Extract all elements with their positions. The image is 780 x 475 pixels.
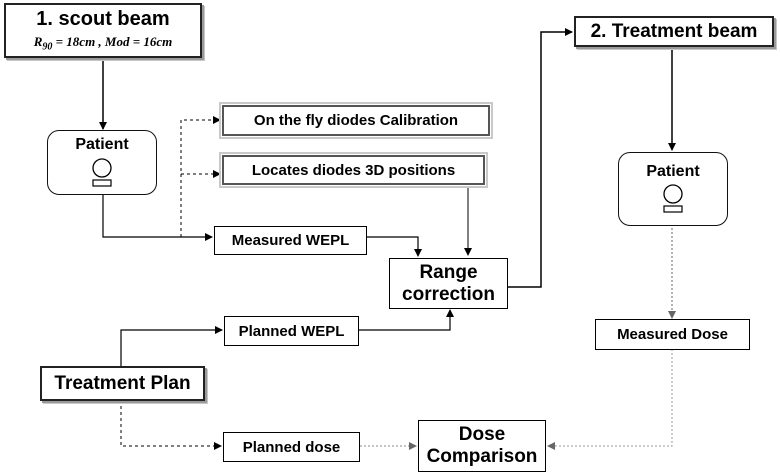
patient-left-box: Patient [47, 130, 157, 195]
dashed-branch [180, 116, 221, 237]
planned-dose-box: Planned dose [223, 432, 360, 462]
measured-dose-label: Measured Dose [617, 326, 728, 343]
treatment-beam-box: 2. Treatment beam [574, 16, 774, 47]
treatment-plan-label: Treatment Plan [54, 372, 191, 394]
treatment-beam-title: 2. Treatment beam [590, 20, 758, 42]
dose-comparison-line1: Dose [458, 424, 506, 445]
planned-dose-label: Planned dose [242, 438, 341, 456]
patient-right-box: Patient [618, 152, 728, 226]
dose-comparison-line2: Comparison [426, 446, 538, 467]
arrow-plan-to-planned-wepl [120, 326, 223, 366]
range-correction-box: Range correction [389, 258, 508, 309]
scout-beam-params: R90 = 18cm , Mod = 16cm [33, 34, 173, 53]
patient-left-icon [92, 158, 112, 187]
arrow-patient-to-measured-wepl [102, 194, 213, 241]
arrow-planned-wepl-to-range [359, 309, 454, 331]
range-correction-line1: Range [419, 261, 478, 283]
patient-right-label: Patient [646, 163, 700, 180]
calibration-label: On the fly diodes Calibration [253, 112, 459, 129]
locates-box: Locates diodes 3D positions [219, 152, 488, 188]
scout-beam-title: 1. scout beam [36, 8, 170, 31]
arrow-plan-to-planned-dose [120, 400, 222, 450]
measured-wepl-label: Measured WEPL [231, 232, 350, 249]
planned-wepl-label: Planned WEPL [238, 322, 345, 340]
arrow-range-to-treatment [508, 28, 573, 288]
planned-wepl-box: Planned WEPL [224, 316, 359, 346]
patient-right-icon [663, 184, 683, 213]
range-correction-line2: correction [402, 283, 495, 305]
patient-left-label: Patient [75, 136, 129, 153]
scout-beam-box: 1. scout beam R90 = 18cm , Mod = 16cm [4, 3, 202, 58]
arrow-measured-wepl-to-range [367, 236, 422, 257]
treatment-plan-box: Treatment Plan [40, 366, 205, 401]
calibration-box: On the fly diodes Calibration [219, 102, 493, 139]
measured-dose-box: Measured Dose [595, 319, 750, 350]
locates-label: Locates diodes 3D positions [251, 161, 456, 179]
arrow-measured-dose-to-comparison [547, 349, 673, 450]
measured-wepl-box: Measured WEPL [214, 226, 367, 255]
dose-comparison-box: Dose Comparison [418, 420, 546, 472]
